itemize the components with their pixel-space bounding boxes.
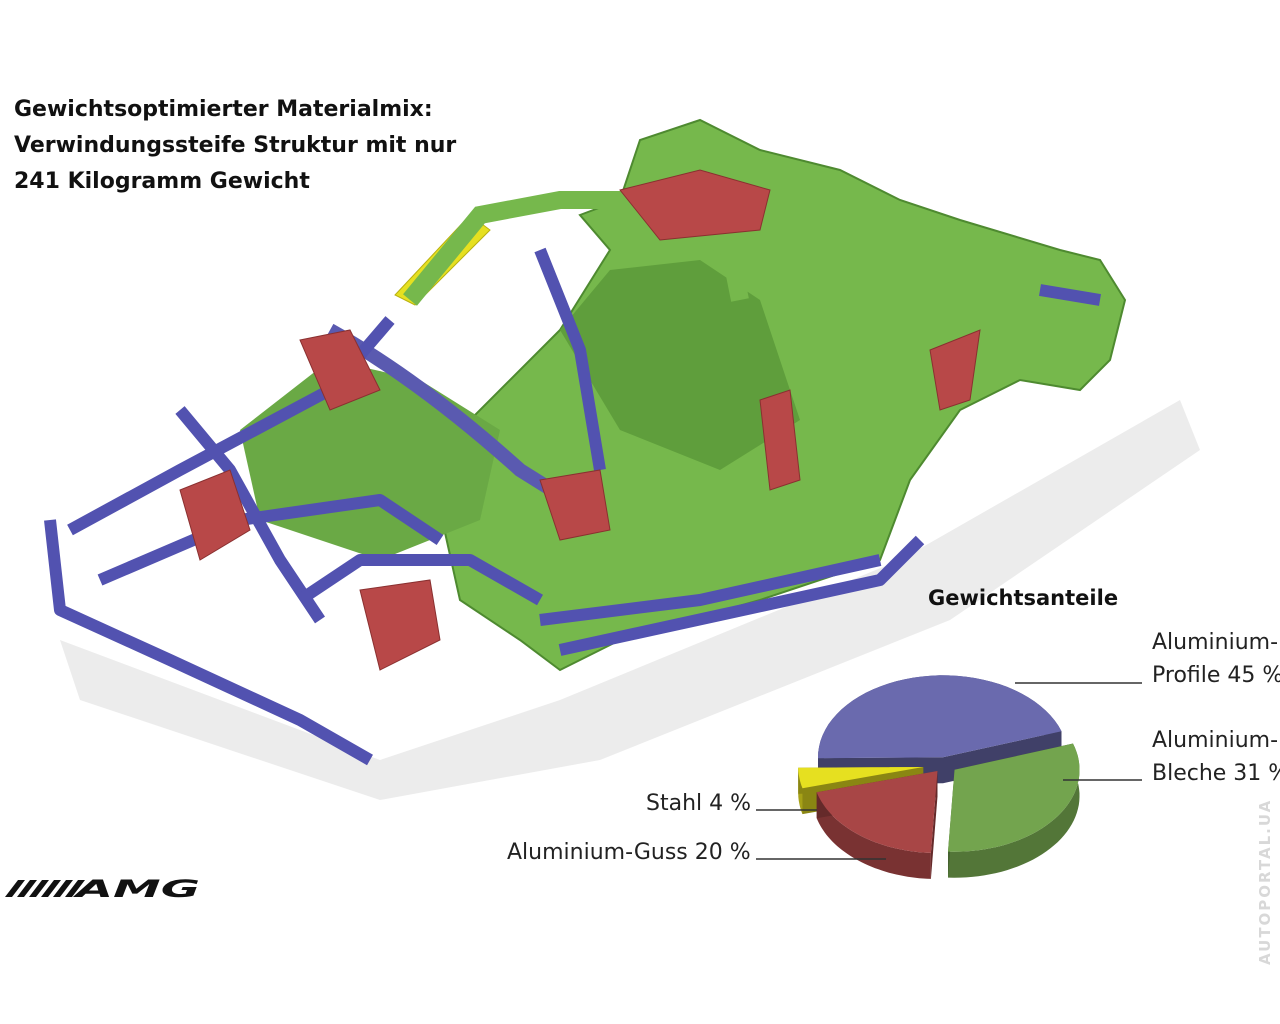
label-stahl: Stahl 4 %: [646, 791, 752, 816]
title-line: 241 Kilogramm Gewicht: [14, 169, 310, 194]
chart-title: Gewichtsanteile: [928, 586, 1119, 610]
cast-parts-red: [179, 169, 981, 671]
pie-slice-aluminium-guss: [816, 771, 938, 853]
pie-slice-side-aluminium-bleche: [948, 743, 1080, 878]
label-aluminium-guss: Aluminium-Guss 20 %: [507, 840, 751, 865]
label-line: Aluminium-: [1152, 728, 1279, 753]
title-line: Gewichtsoptimierter Materialmix:: [14, 97, 433, 122]
roof-frame: [403, 191, 749, 306]
pie-slice-stahl: [798, 766, 924, 789]
label-line: Bleche 31 %: [1152, 761, 1280, 786]
label-line: Aluminium-: [1152, 630, 1279, 655]
label-aluminium-profile: Aluminium- Profile 45 %: [1152, 626, 1280, 692]
page-title: Gewichtsoptimierter Materialmix: Verwind…: [14, 92, 456, 200]
pie-slice-aluminium-profile: [818, 675, 1062, 759]
pie-slice-aluminium-bleche: [948, 743, 1080, 852]
pie-chart: [798, 675, 1080, 879]
car-inner-green: [560, 260, 800, 470]
leader-lines: [756, 682, 1142, 860]
label-line: Profile 45 %: [1152, 663, 1280, 688]
pie-slice-face-aluminium-guss: [930, 771, 938, 879]
label-aluminium-bleche: Aluminium- Bleche 31 %: [1152, 724, 1280, 790]
pie-slice-side-aluminium-guss: [816, 792, 931, 879]
car-shadow: [60, 400, 1200, 800]
amg-logo: AMG: [5, 875, 200, 903]
title-line: Verwindungssteife Struktur mit nur: [14, 133, 457, 158]
svg-text:AMG: AMG: [72, 875, 200, 903]
watermark: AUTOPORTAL.UA: [1256, 798, 1274, 965]
front-frame-blue: [44, 247, 1101, 766]
